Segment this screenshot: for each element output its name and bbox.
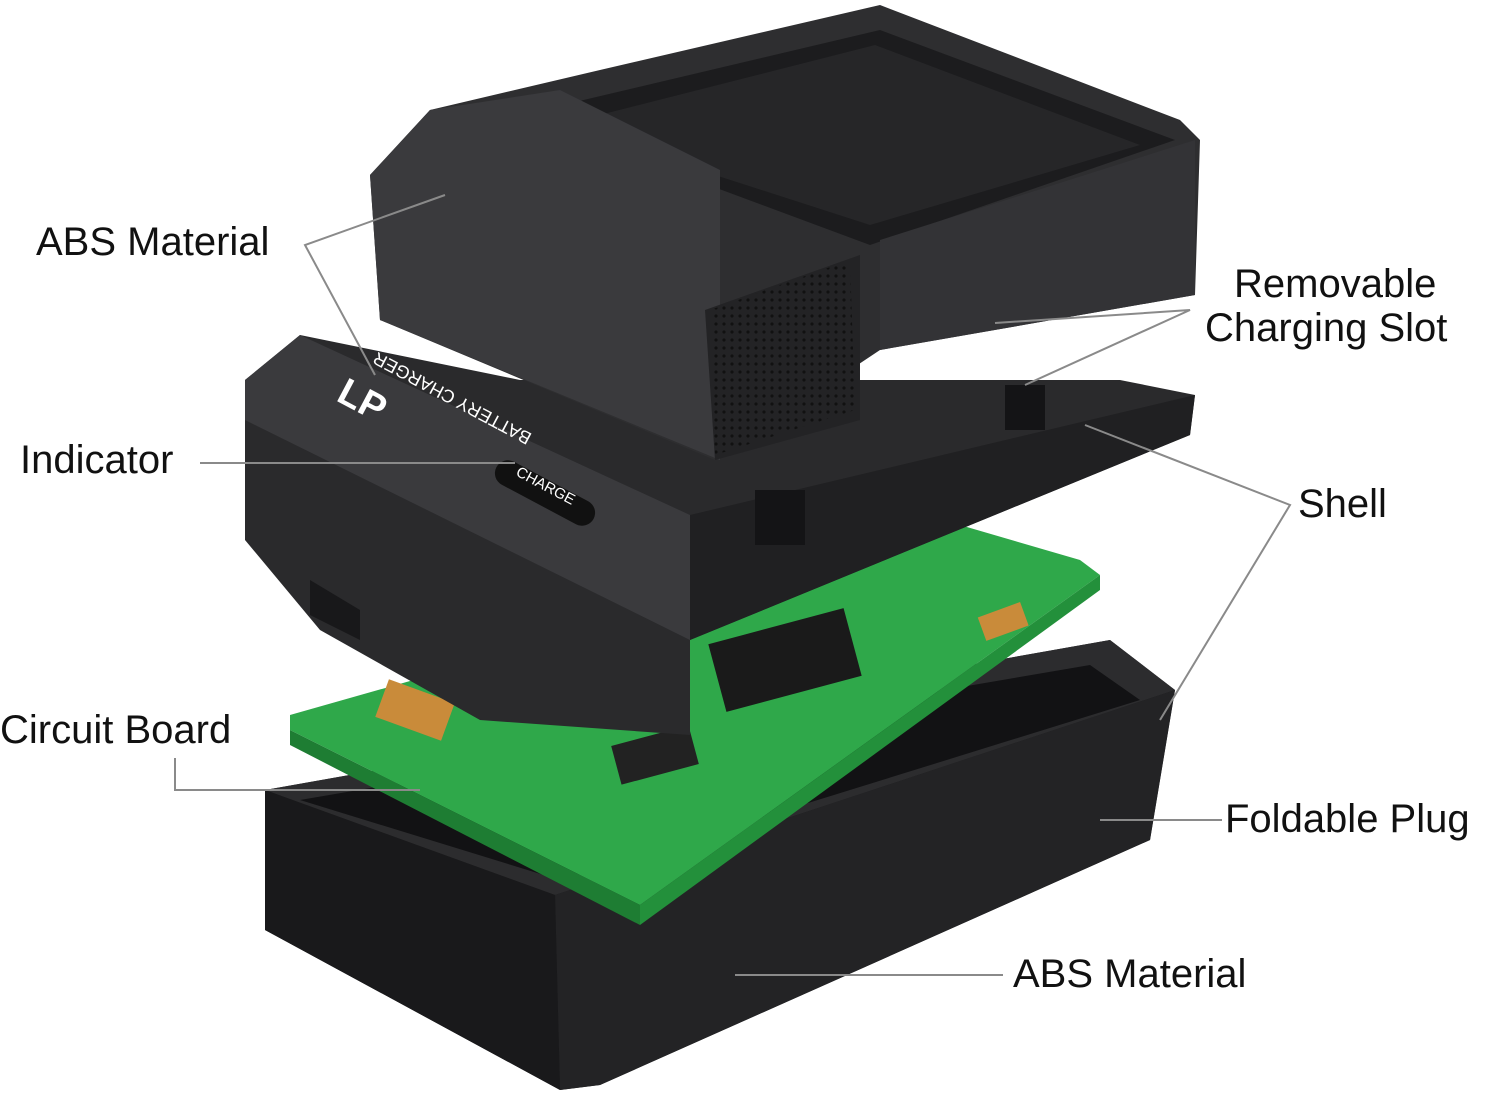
charge-indicator bbox=[494, 460, 596, 526]
removable-charging-slot bbox=[370, 5, 1200, 460]
label-abs-material-top: ABS Material bbox=[36, 220, 270, 264]
label-shell: Shell bbox=[1298, 482, 1387, 526]
circuit-board bbox=[290, 525, 1100, 925]
label-removable-line1: Removable bbox=[1234, 262, 1437, 306]
label-foldable-plug: Foldable Plug bbox=[1225, 797, 1470, 841]
label-removable-charging-slot: Removable Charging Slot bbox=[1205, 262, 1447, 350]
label-indicator: Indicator bbox=[20, 438, 174, 482]
shell: CHARGE BATTERY CHARGER LP bbox=[245, 335, 1195, 735]
leader-lines bbox=[174, 194, 1292, 976]
label-abs-material-bottom: ABS Material bbox=[1013, 952, 1247, 996]
label-circuit-board: Circuit Board bbox=[0, 708, 232, 752]
label-removable-line2: Charging Slot bbox=[1205, 306, 1448, 350]
